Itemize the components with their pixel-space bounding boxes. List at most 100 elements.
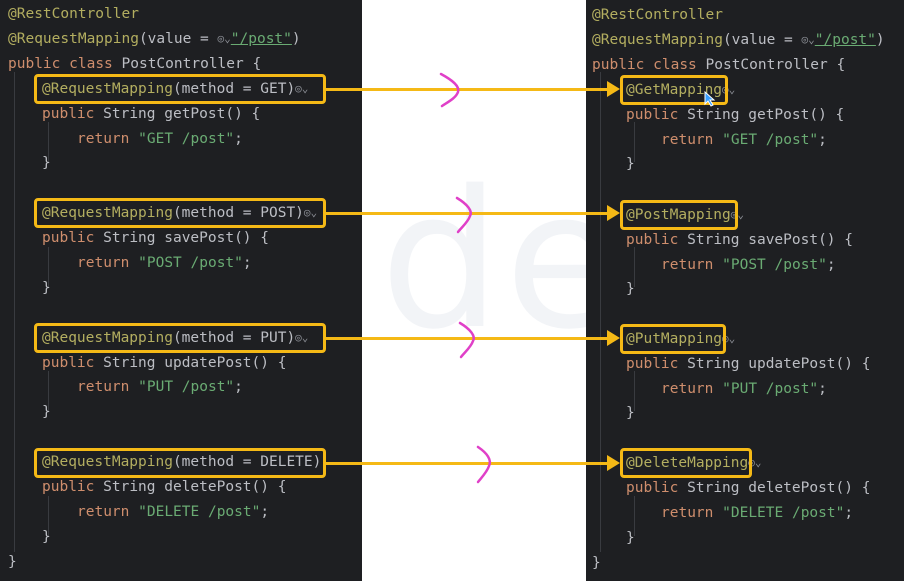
keyword: return (661, 505, 714, 521)
code-line: return "DELETE /post"; (0, 500, 269, 524)
string-literal: "GET /post" (138, 131, 235, 147)
brace: } (592, 555, 601, 571)
string-literal: "DELETE /post" (138, 504, 261, 520)
code-editor-before[interactable]: @RestController @RequestMapping(value = … (0, 0, 362, 581)
keyword: class (653, 57, 697, 73)
highlight-box-delete-after (620, 448, 752, 478)
indent-guide (48, 122, 49, 162)
semicolon: ; (242, 255, 252, 271)
indent-guide (48, 247, 49, 287)
method-signature: String savePost() { (103, 230, 269, 246)
code-line: return "POST /post"; (586, 253, 836, 277)
code-editor-after[interactable]: @RestController @RequestMapping(value = … (586, 0, 904, 581)
indent-guide (634, 371, 635, 411)
code-line: } (586, 152, 635, 176)
brace: } (626, 281, 635, 297)
web-globe-icon[interactable]: ◎⌄ (295, 331, 309, 344)
code-line: return "POST /post"; (0, 251, 252, 275)
paren: ) (291, 31, 301, 47)
highlight-box-post-after (620, 200, 738, 230)
keyword: public (626, 356, 679, 372)
url-link[interactable]: "/post" (230, 31, 292, 47)
web-globe-icon[interactable]: ◎⌄ (217, 32, 231, 45)
brace: } (42, 155, 51, 171)
semicolon: ; (818, 381, 827, 397)
keyword: return (661, 381, 714, 397)
keyword: public (626, 107, 679, 123)
code-line: } (586, 526, 635, 550)
annotation-get: @RequestMapping (42, 81, 173, 97)
code-line: return "PUT /post"; (0, 375, 243, 399)
code-line: public String updatePost() { (0, 351, 286, 375)
annotation-request-mapping: @RequestMapping (592, 32, 723, 48)
method-signature: String deletePost() { (687, 480, 871, 496)
code-line: } (0, 400, 51, 424)
keyword: return (661, 132, 714, 148)
web-globe-icon[interactable]: ◎⌄ (303, 206, 318, 219)
indent-guide (48, 496, 49, 536)
web-globe-icon[interactable]: ◎⌄ (295, 82, 309, 95)
keyword: public (8, 56, 61, 72)
keyword: return (661, 257, 714, 273)
highlight-box-get-after (620, 75, 728, 105)
code-line: public String savePost() { (586, 228, 853, 252)
keyword: public (626, 480, 679, 496)
arrow-line (326, 337, 608, 340)
arrow-head-icon (607, 455, 620, 471)
code-line: @RequestMapping(method = POST)◎⌄ (0, 201, 317, 225)
code-line: public String updatePost() { (586, 352, 870, 376)
annotation-get-mapping: @GetMapping (626, 82, 723, 98)
url-link[interactable]: "/post" (814, 32, 876, 48)
semicolon: ; (260, 504, 270, 520)
string-literal: "POST /post" (138, 255, 243, 271)
highlight-box-post-before (34, 198, 326, 228)
arrow-head-icon (607, 330, 620, 346)
web-globe-icon[interactable]: ◎⌄ (801, 33, 815, 46)
code-line: public class PostController { (0, 52, 261, 76)
annotation-rest-controller: @RestController (8, 6, 139, 22)
highlight-box-put-before (34, 323, 326, 353)
indent-guide (634, 247, 635, 287)
brace: } (8, 554, 17, 570)
highlight-box-delete-before (34, 448, 326, 478)
keyword: public (42, 230, 95, 246)
code-line: public class PostController { (586, 53, 845, 77)
keyword: return (77, 504, 130, 520)
code-line: public String getPost() { (586, 103, 844, 127)
code-line: @RequestMapping(method = DELETE) (0, 450, 321, 474)
annotation-delete-mapping: @DeleteMapping (626, 455, 749, 471)
annotation-post-mapping: @PostMapping (626, 207, 731, 223)
semicolon: ; (826, 257, 836, 273)
code-line: } (586, 551, 601, 575)
keyword: public (626, 232, 679, 248)
paren: ) (875, 32, 885, 48)
brace: } (626, 530, 635, 546)
code-line: return "GET /post"; (0, 127, 243, 151)
annotation-args: (value = (722, 32, 802, 48)
code-line: } (0, 550, 17, 574)
code-line: @RequestMapping(method = PUT)◎⌄ (0, 326, 308, 350)
indent-guide (14, 72, 15, 552)
brace: } (42, 529, 51, 545)
brace: } (626, 405, 635, 421)
code-line: @RestController (0, 2, 139, 26)
handwritten-chevron-icon (458, 321, 475, 359)
code-line: @RequestMapping(value = ◎⌄"/post") (586, 28, 885, 52)
annotation-post: @RequestMapping (42, 205, 173, 221)
method-signature: String updatePost() { (687, 356, 871, 372)
method-signature: String getPost() { (687, 107, 845, 123)
arrow-head-icon (607, 81, 620, 97)
code-line: return "PUT /post"; (586, 377, 827, 401)
keyword: return (77, 255, 130, 271)
indent-guide (634, 496, 635, 536)
annotation-request-mapping: @RequestMapping (8, 31, 139, 47)
keyword: public (42, 479, 95, 495)
handwritten-chevron-icon (476, 445, 492, 484)
annotation-args: (method = DELETE) (172, 454, 322, 470)
code-line: @RequestMapping(method = GET)◎⌄ (0, 77, 308, 101)
keyword: class (69, 56, 113, 72)
method-signature: String deletePost() { (103, 479, 287, 495)
annotation-delete: @RequestMapping (42, 454, 173, 470)
annotation-args: (method = GET) (172, 81, 296, 97)
